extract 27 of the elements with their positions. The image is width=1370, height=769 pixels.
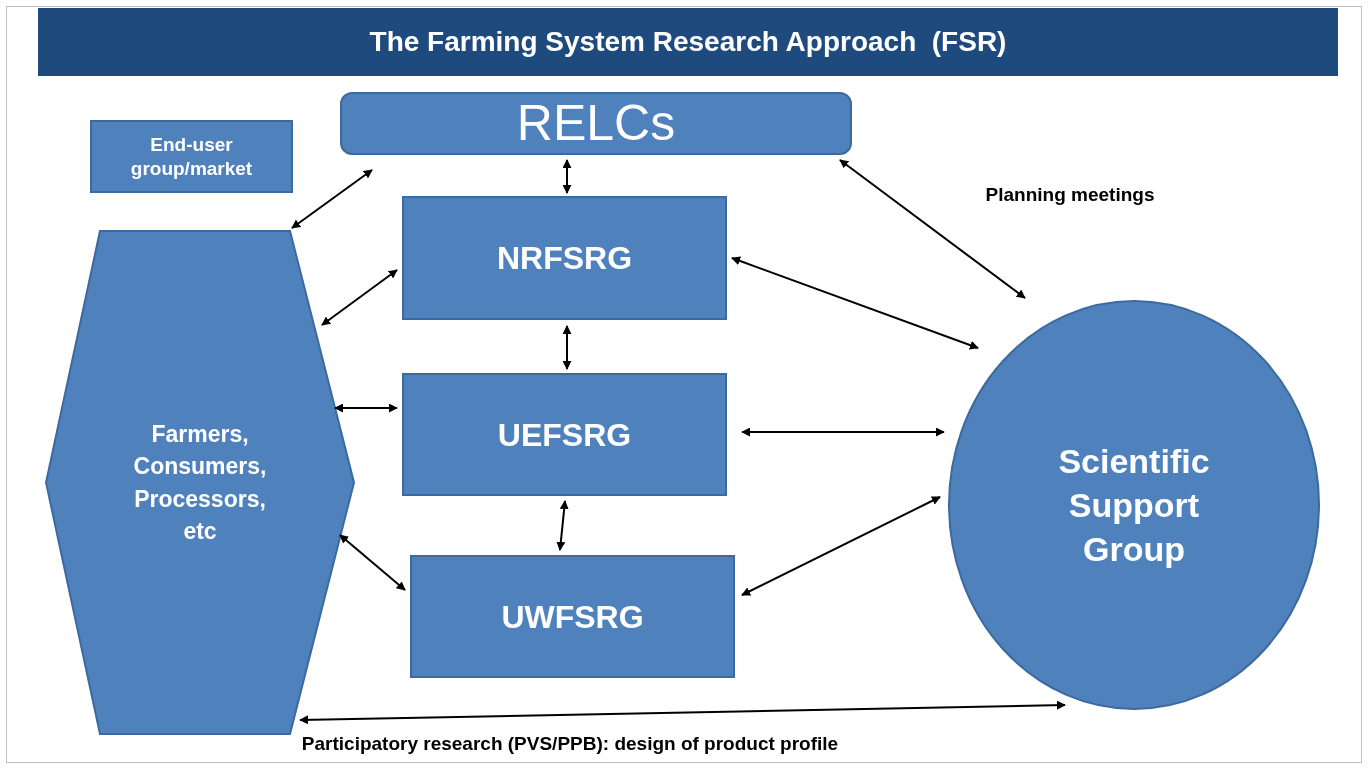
rounded-box	[340, 92, 852, 155]
double-arrow	[299, 700, 1066, 725]
hexagon-node	[45, 230, 355, 735]
node-label: RELCs	[516, 94, 676, 153]
double-arrow	[731, 256, 979, 350]
title-banner: The Farming System Research Approach (FSR)	[38, 8, 1338, 76]
double-arrow	[741, 496, 941, 596]
double-arrow	[741, 427, 945, 437]
node-label: UWFSRG	[501, 597, 644, 637]
node-label: UEFSRG	[497, 415, 632, 455]
node-label: Scientific Support Group	[1057, 440, 1211, 571]
process-box	[402, 373, 727, 496]
double-arrow	[321, 269, 398, 326]
double-arrow	[556, 500, 569, 551]
process-box	[402, 196, 727, 320]
double-arrow	[839, 159, 1026, 299]
node-label: Farmers, Consumers, Processors, etc	[132, 420, 268, 546]
process-box	[90, 120, 293, 193]
double-arrow	[339, 534, 406, 591]
process-box	[410, 555, 735, 678]
double-arrow	[562, 159, 572, 194]
double-arrow	[334, 403, 398, 413]
ellipse-node	[948, 300, 1320, 710]
node-label: NRFSRG	[496, 239, 633, 278]
double-arrow	[291, 169, 373, 229]
double-arrow	[562, 325, 572, 370]
node-label: End-user group/market	[129, 132, 254, 181]
